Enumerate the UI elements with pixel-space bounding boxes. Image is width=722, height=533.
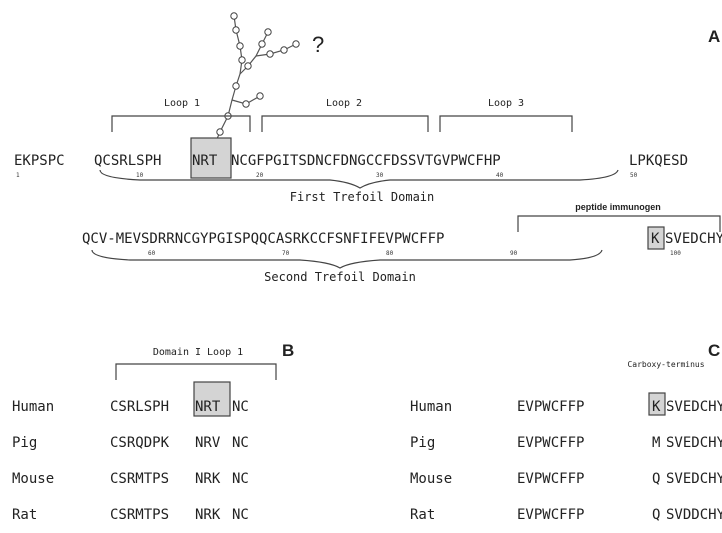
domain-2-brace (91, 249, 603, 269)
species-label: Human (410, 399, 452, 415)
panel-label-a: A (708, 27, 720, 46)
glycan-question-mark: ? (312, 32, 324, 57)
aligned-sequence-pre: EVPWCFFP (517, 471, 584, 487)
aligned-sequence-highlight: Q (652, 507, 660, 523)
loop-1-label: Loop 1 (164, 98, 200, 109)
loop-brackets (111, 115, 573, 132)
peptide-immunogen-label: peptide immunogen (575, 202, 661, 212)
aligned-sequence-highlight: NRK (195, 471, 221, 487)
aligned-sequence-post: NC (232, 507, 249, 523)
residue-number: 20 (256, 172, 264, 179)
panel-b-alignment: Human CSRLSPH NRT NC Pig CSRQDPK NRV NC … (12, 399, 249, 523)
aligned-sequence-highlight: K (652, 399, 661, 415)
aligned-sequence-post: NC (232, 471, 249, 487)
aligned-sequence-post: SVEDCHY (666, 435, 722, 451)
aligned-sequence-highlight: NRK (195, 507, 221, 523)
species-label: Mouse (12, 471, 54, 487)
species-label: Human (12, 399, 54, 415)
aligned-sequence-highlight: NRT (195, 399, 221, 415)
aligned-sequence-pre: CSRMTPS (110, 507, 169, 523)
residue-number: 100 (670, 250, 681, 257)
glycosylation-site-highlight (190, 137, 232, 179)
sequence-1-segment-a: EKPSPC (14, 153, 65, 169)
aligned-sequence-pre: CSRMTPS (110, 471, 169, 487)
aligned-sequence-post: NC (232, 399, 249, 415)
aligned-sequence-post: SVEDCHY (666, 399, 722, 415)
panel-c-header: Carboxy-terminus (627, 360, 704, 369)
species-label: Rat (12, 507, 37, 523)
species-label: Rat (410, 507, 435, 523)
domain-1-brace (99, 169, 619, 189)
aligned-sequence-highlight: Q (652, 471, 660, 487)
panel-label-c: C (708, 341, 720, 360)
loop-3-label: Loop 3 (488, 98, 524, 109)
aligned-sequence-pre: EVPWCFFP (517, 435, 584, 451)
aligned-sequence-pre: CSRQDPK (110, 435, 170, 451)
aligned-sequence-pre: EVPWCFFP (517, 399, 584, 415)
residue-number: 1 (16, 172, 20, 179)
species-label: Mouse (410, 471, 452, 487)
aligned-sequence-pre: EVPWCFFP (517, 507, 584, 523)
residue-number: 30 (376, 172, 384, 179)
aligned-sequence-post: NC (232, 435, 249, 451)
panel-c-highlight (648, 392, 666, 416)
domain-1-label: First Trefoil Domain (290, 190, 435, 204)
residue-number: 60 (148, 250, 156, 257)
aligned-sequence-highlight: M (652, 435, 660, 451)
residue-number: 90 (510, 250, 518, 257)
terminal-residue-highlight (647, 226, 665, 250)
residue-number: 80 (386, 250, 394, 257)
residue-number: 70 (282, 250, 290, 257)
aligned-sequence-post: SVDDCHY (666, 507, 722, 523)
residue-number: 10 (136, 172, 144, 179)
domain-2-label: Second Trefoil Domain (264, 270, 416, 284)
sequence-2-segment-a: QCV-MEVSDRRNCGYPGISPQQCASRKCCFSNFIFEVPWC… (82, 231, 444, 247)
sequence-1-segment-b: QCSRLSPH (94, 153, 161, 169)
panel-b-header: Domain I Loop 1 (153, 347, 243, 358)
sequence-1-segment-c: NCGFPGITSDNCFDNGCCFDSSVTGVPWCFHP (231, 153, 501, 169)
sequence-2-highlight-residue: K (651, 231, 660, 247)
peptide-immunogen-bracket (517, 215, 721, 232)
aligned-sequence-pre: CSRLSPH (110, 399, 169, 415)
sequence-1-segment-d: LPKQESD (629, 153, 688, 169)
sequence-2-segment-b: SVEDCHY (665, 231, 722, 247)
sequence-1-glyco-site: NRT (192, 153, 218, 169)
panel-b-highlight (193, 381, 231, 417)
aligned-sequence-post: SVEDCHY (666, 471, 722, 487)
panel-c-alignment: Human EVPWCFFP K SVEDCHY Pig EVPWCFFP M … (410, 399, 722, 523)
panel-label-b: B (282, 341, 294, 360)
loop-2-label: Loop 2 (326, 98, 362, 109)
residue-number: 50 (630, 172, 638, 179)
species-label: Pig (410, 435, 435, 451)
species-label: Pig (12, 435, 37, 451)
glycan-nodes (216, 12, 300, 136)
panel-b-bracket (115, 363, 277, 380)
residue-number: 40 (496, 172, 504, 179)
aligned-sequence-highlight: NRV (195, 435, 221, 451)
